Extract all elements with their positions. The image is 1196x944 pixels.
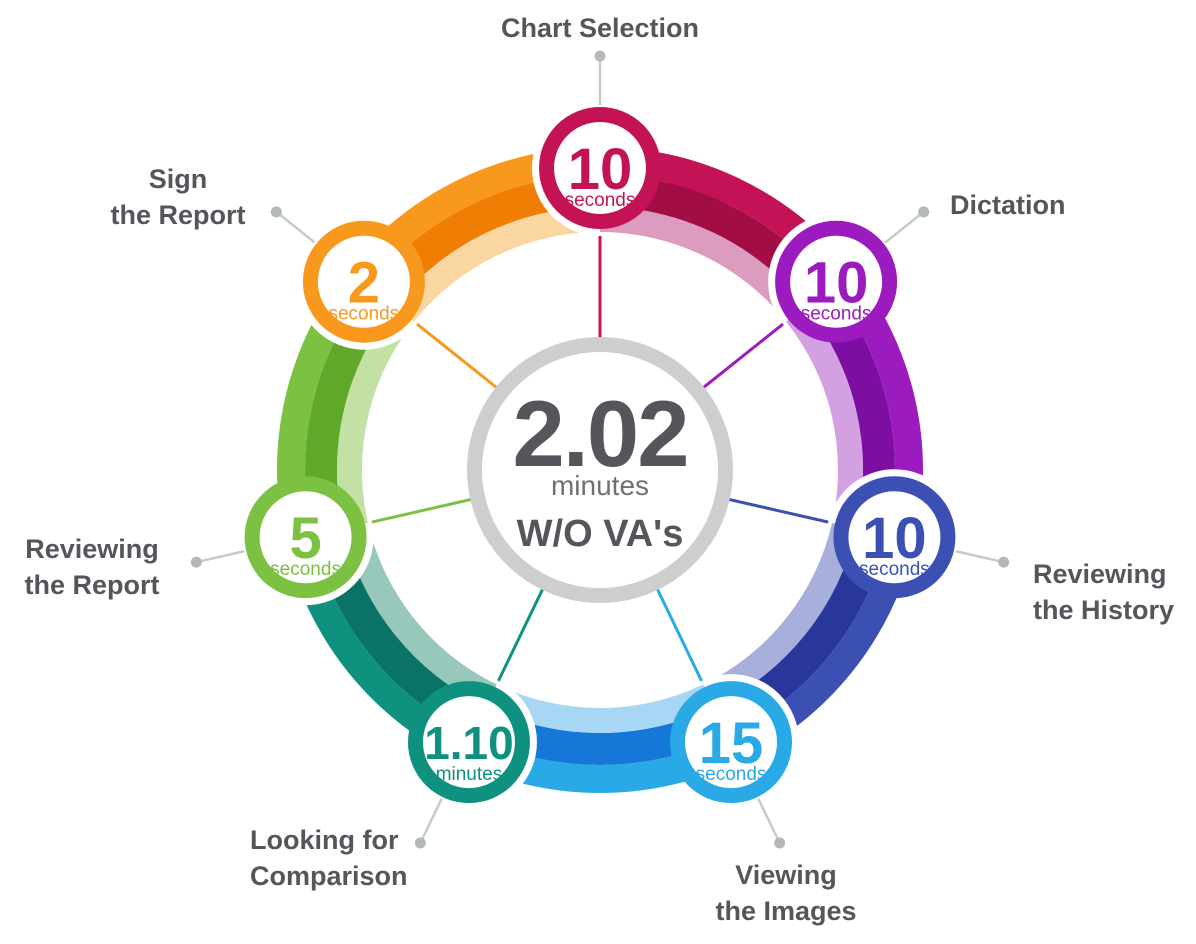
arc-band-dark — [369, 175, 600, 307]
step-label-line: Dictation — [950, 190, 1066, 220]
step-value-sign-the-report: 2 — [348, 251, 380, 316]
step-label-line: the History — [1033, 595, 1175, 625]
arc-band-light — [703, 522, 857, 707]
step-unit-reviewing-the-report: seconds — [270, 559, 341, 580]
arc-band-main — [277, 268, 370, 542]
step-circle-face — [422, 696, 515, 789]
step-value-dictation: 10 — [804, 251, 869, 316]
arc-band-light — [485, 684, 715, 734]
step-label-line: Reviewing — [25, 534, 159, 564]
connector-dot-sign-the-report — [270, 206, 282, 218]
step-unit-looking-for-comparison: minutes — [436, 764, 503, 785]
connector-dot-reviewing-the-report — [190, 556, 202, 568]
connector-dot-looking-for-comparison — [414, 837, 426, 849]
arc-band-light — [786, 306, 864, 529]
step-value-chart-selection: 10 — [568, 137, 633, 202]
step-value-looking-for-comparison: 1.10 — [424, 717, 514, 769]
step-unit-reviewing-the-history: seconds — [859, 559, 930, 580]
step-value-reviewing-the-report: 5 — [289, 506, 321, 571]
center-circle — [482, 352, 718, 588]
step-label-line: the Report — [110, 200, 246, 230]
step-unit-chart-selection: seconds — [565, 190, 636, 211]
step-label-line: Viewing — [735, 860, 837, 890]
step-value-viewing-the-images: 15 — [699, 711, 764, 776]
step-label-viewing-the-images: Viewing the Images — [715, 857, 856, 929]
arc-band-main — [459, 735, 741, 793]
arc-band-light — [337, 306, 414, 529]
connector-line-sign-the-report — [275, 210, 316, 244]
arc-segment-reviewing-the-report — [277, 268, 414, 542]
connector-line-looking-for-comparison — [419, 798, 443, 844]
connector-line-viewing-the-images — [757, 798, 781, 844]
step-label-line: Comparison — [250, 861, 408, 891]
connector-line-reviewing-the-report — [196, 550, 245, 564]
step-circle-face — [685, 696, 778, 789]
step-unit-viewing-the-images: seconds — [696, 764, 767, 785]
step-label-line: Reviewing — [1033, 559, 1167, 589]
step-label-reviewing-the-history: Reviewing the History — [1033, 556, 1174, 628]
step-value-reviewing-the-history: 10 — [862, 506, 927, 571]
connector-dot-viewing-the-images — [774, 837, 786, 849]
step-label-line: Chart Selection — [500, 13, 700, 43]
step-label-sign-the-report: Sign the Report — [111, 161, 246, 233]
step-label-line: Looking for — [250, 825, 399, 855]
step-circle-face — [317, 235, 410, 328]
step-circle-face — [554, 122, 646, 214]
step-unit-dictation: seconds — [801, 304, 872, 325]
connector-dot-chart-selection — [594, 50, 606, 62]
arc-band-dark — [305, 286, 395, 536]
step-label-reviewing-the-report: Reviewing the Report — [25, 531, 160, 603]
step-label-line: the Images — [715, 896, 857, 926]
center-context-label: W/O VA's — [517, 513, 684, 555]
connector-dot-reviewing-the-history — [998, 556, 1010, 568]
step-label-dictation: Dictation — [950, 187, 1066, 223]
step-unit-sign-the-report: seconds — [328, 304, 399, 325]
center-total-value: 2.02 — [513, 381, 688, 486]
arc-band-light — [394, 206, 600, 322]
connector-dot-dictation — [918, 206, 930, 218]
step-circle-face — [790, 235, 883, 328]
connector-line-dictation — [884, 210, 925, 244]
connector-line-reviewing-the-history — [955, 550, 1004, 564]
arc-band-light — [343, 522, 497, 707]
step-circle-face — [848, 491, 941, 584]
center-total-unit: minutes — [551, 470, 649, 501]
step-label-chart-selection: Chart Selection — [501, 10, 699, 46]
step-circle-face — [259, 491, 352, 584]
step-label-line: the Report — [24, 570, 160, 600]
step-label-line: Sign — [148, 164, 208, 194]
